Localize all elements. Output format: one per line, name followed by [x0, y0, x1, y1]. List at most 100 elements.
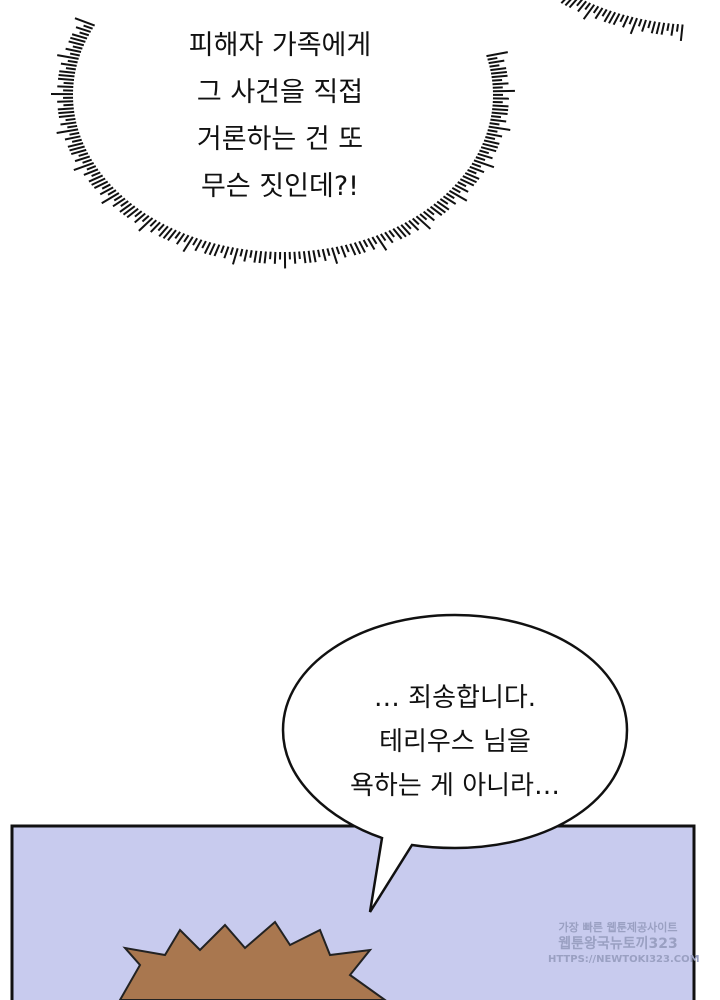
spike-line: [269, 251, 272, 260]
spike-line: [415, 215, 432, 230]
spike-line: [384, 231, 394, 244]
dialogue-line: 그 사건을 직접: [196, 77, 364, 108]
spike-line: [63, 81, 74, 85]
spike-line: [622, 15, 630, 28]
dialogue-line: … 죄송합니다.: [373, 683, 537, 713]
shout-bubble-text: 피해자 가족에게 그 사건을 직접 거론하는 건 또 무슨 짓인데?!: [120, 22, 440, 210]
speech-bubble: [281, 613, 629, 913]
speech-bubble-text: … 죄송합니다. 테리우스 님을 욕하는 게 아니라…: [300, 676, 610, 808]
spike-line: [183, 234, 190, 243]
spike-line: [79, 31, 90, 37]
spike-line: [408, 219, 420, 231]
spike-line: [349, 243, 357, 256]
dialogue-line: 거론하는 건 또: [196, 124, 364, 155]
spike-line: [58, 110, 75, 115]
spike-line: [477, 152, 493, 160]
spike-line: [71, 138, 82, 143]
spike-line: [239, 248, 244, 257]
spike-line: [71, 33, 88, 40]
spike-line: [157, 223, 165, 232]
spike-line: [479, 149, 490, 155]
spike-line: [358, 240, 366, 253]
spike-line: [344, 244, 350, 253]
spike-line: [174, 231, 181, 239]
spike-line: [601, 8, 608, 17]
spike-line: [73, 161, 95, 171]
spike-line: [404, 222, 412, 230]
spike-line: [353, 242, 362, 255]
spike-line: [192, 237, 198, 246]
spike-line: [670, 23, 675, 36]
spike-line: [422, 210, 435, 222]
spike-line: [317, 249, 321, 258]
spike-line: [293, 251, 297, 264]
spike-line: [641, 19, 647, 32]
spike-line: [175, 233, 186, 245]
dialogue-line: 욕하는 게 아니라…: [350, 771, 560, 801]
watermark: 가장 빠른 웹툰제공사이트 웹툰왕국뉴토끼323 HTTPS://NEWTOKI…: [548, 920, 700, 968]
spike-line: [91, 171, 101, 177]
spike-line: [392, 227, 403, 240]
dialogue-line: 테리우스 님을: [379, 727, 531, 757]
spike-line: [577, 0, 587, 13]
spike-line: [489, 64, 500, 68]
spike-line: [584, 2, 591, 11]
spike-line: [243, 249, 249, 262]
spike-line: [57, 77, 75, 81]
spike-line: [439, 198, 449, 205]
spike-line: [263, 251, 267, 264]
spike-line: [69, 145, 85, 152]
spike-line: [492, 82, 509, 86]
spike-line: [60, 121, 77, 126]
watermark-line: 웹툰왕국뉴토끼323: [558, 936, 678, 952]
spike-line: [249, 250, 253, 258]
spike-line: [433, 203, 446, 214]
spike-line: [475, 156, 486, 162]
spike-line: [134, 210, 143, 218]
spike-line: [67, 124, 78, 129]
spike-line: [492, 104, 509, 108]
spike-line: [492, 108, 509, 112]
spike-line: [490, 67, 507, 72]
spike-line: [396, 226, 407, 238]
spike-line: [70, 148, 87, 155]
spike-line: [629, 17, 638, 35]
spike-line: [203, 241, 212, 254]
spike-line: [67, 142, 84, 148]
spike-line: [112, 197, 126, 208]
spike-line: [480, 146, 497, 153]
spike-line: [253, 250, 258, 263]
spike-line: [141, 215, 150, 223]
spike-line: [68, 40, 85, 47]
watermark-line: 가장 빠른 웹툰제공사이트: [558, 921, 678, 934]
spike-line: [120, 200, 129, 207]
spike-line: [492, 78, 503, 82]
spike-line: [666, 23, 670, 31]
spike-line: [442, 195, 457, 205]
spike-line: [445, 192, 455, 200]
spike-line: [201, 240, 207, 249]
spike-line: [486, 51, 508, 58]
spike-line: [86, 165, 97, 171]
spike-line: [489, 122, 500, 126]
spike-line: [490, 115, 502, 119]
spike-line: [592, 5, 600, 14]
spike-line: [335, 246, 341, 255]
watermark-line: HTTPS://NEWTOKI323.COM: [548, 954, 700, 965]
bottom-panel: [10, 824, 696, 1000]
spike-line: [167, 229, 177, 242]
spike-line: [367, 238, 376, 251]
spike-line: [229, 247, 235, 256]
spike-line: [582, 4, 596, 20]
spike-line: [679, 24, 684, 42]
spike-line: [194, 239, 203, 252]
spike-line: [59, 70, 76, 74]
spike-line: [65, 67, 76, 71]
spike-line: [83, 24, 93, 30]
spike-line: [675, 24, 679, 32]
shout-bubble-outline-secondary: [560, 0, 684, 42]
spike-line: [99, 186, 114, 196]
spike-line: [69, 52, 80, 57]
spike-line: [57, 107, 74, 111]
spike-line: [362, 239, 369, 248]
